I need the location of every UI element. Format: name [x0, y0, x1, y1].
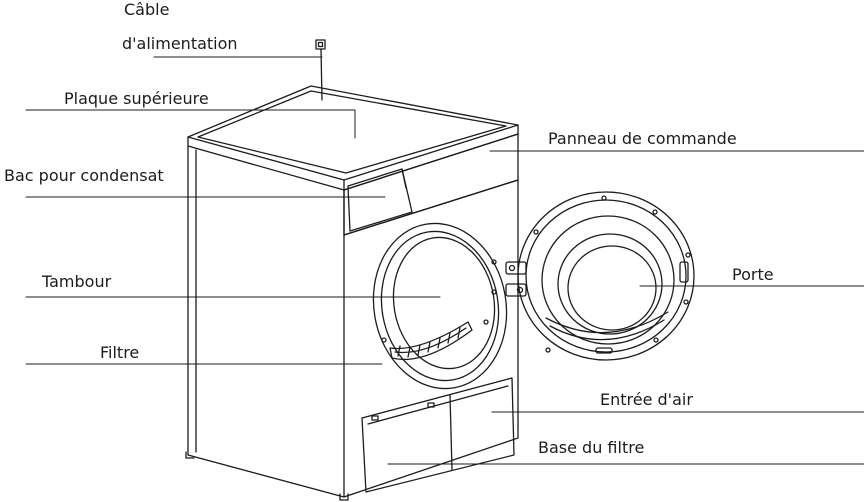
left-side-panel — [187, 145, 345, 498]
open-door — [517, 191, 695, 361]
lint-filter — [389, 321, 473, 361]
front-top-band — [343, 133, 519, 236]
label-power-cable-line1: Câble — [124, 0, 170, 19]
condensate-drawer — [347, 168, 413, 232]
label-door: Porte — [732, 265, 774, 284]
label-air-inlet: Entrée d'air — [600, 390, 693, 409]
label-drum: Tambour — [42, 272, 112, 291]
label-top-plate: Plaque supérieure — [64, 89, 209, 108]
top-plate-edge — [187, 124, 519, 191]
label-filter: Filtre — [100, 343, 140, 362]
drum-opening — [372, 222, 508, 390]
label-condensate-drawer: Bac pour condensat — [4, 166, 164, 185]
filter-base-panel — [361, 377, 515, 493]
label-filter-base: Base du filtre — [538, 438, 645, 457]
label-power-cable-line2: d'alimentation — [122, 34, 238, 53]
power-cable — [315, 39, 326, 101]
leader-lines — [25, 56, 864, 465]
front-panel — [343, 179, 519, 498]
label-control-panel: Panneau de commande — [548, 129, 737, 148]
top-plate-outline — [187, 85, 519, 181]
top-plate-rim — [197, 90, 507, 174]
dryer-cabinet — [185, 85, 519, 501]
door-hinges — [505, 261, 527, 297]
